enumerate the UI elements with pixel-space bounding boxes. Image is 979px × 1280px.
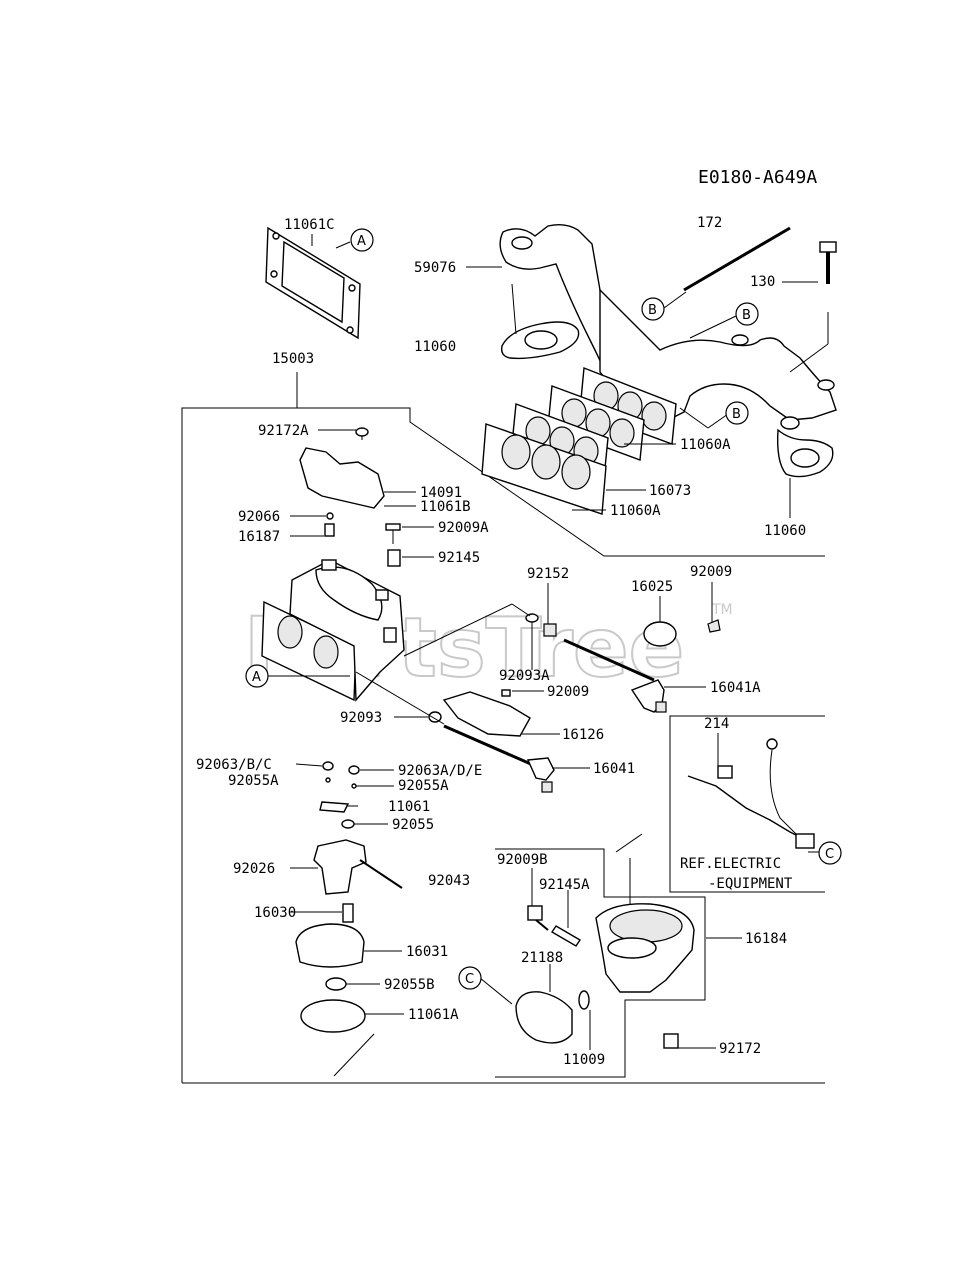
callout-circle-C-lower: C — [458, 966, 482, 990]
throttle-shaft-parts — [442, 621, 677, 793]
label-92063BC: 92063/B/C — [196, 757, 272, 773]
label-16073: 16073 — [649, 483, 691, 499]
label-11009: 11009 — [563, 1052, 605, 1068]
label-92009A: 92009A — [438, 520, 489, 536]
gasket-11061C — [265, 226, 361, 340]
intake-manifold-part — [499, 223, 837, 430]
label-92063ADE: 92063A/D/E — [398, 763, 482, 779]
label-16184: 16184 — [745, 931, 787, 947]
electric-ref-box — [669, 715, 825, 893]
label-92026: 92026 — [233, 861, 275, 877]
label-172: 172 — [697, 215, 722, 231]
watermark-trademark: TM — [711, 602, 733, 618]
label-11061B: 11061B — [420, 499, 471, 515]
part-labels: 11061C 172 59076 130 11060 15003 92172A … — [196, 215, 806, 1068]
label-92043: 92043 — [428, 873, 470, 889]
label-14091: 14091 — [420, 485, 462, 501]
label-16187: 16187 — [238, 529, 280, 545]
label-11061C: 11061C — [284, 217, 335, 233]
label-11060-right: 11060 — [764, 523, 806, 539]
label-92172A: 92172A — [258, 423, 309, 439]
label-59076: 59076 — [414, 260, 456, 276]
label-92066: 92066 — [238, 509, 280, 525]
ref-note-line1: REF.ELECTRIC — [680, 856, 781, 872]
label-16031: 16031 — [406, 944, 448, 960]
label-214: 214 — [704, 716, 729, 732]
carburetor-body-part — [261, 559, 405, 702]
label-92145: 92145 — [438, 550, 480, 566]
callout-circle-C-right: C — [818, 841, 842, 865]
svg-text:B: B — [648, 303, 657, 318]
callout-circle-B-1: B — [641, 297, 665, 321]
label-92055A-left: 92055A — [228, 773, 279, 789]
throttle-body-frame — [495, 848, 706, 1078]
small-fasteners — [324, 512, 721, 723]
label-11060-top: 11060 — [414, 339, 456, 355]
label-92055A-right: 92055A — [398, 778, 449, 794]
label-16126: 16126 — [562, 727, 604, 743]
callout-circle-B-2: B — [735, 302, 759, 326]
callout-circle-B-3: B — [725, 401, 749, 425]
float-bowl-parts — [295, 761, 403, 1033]
label-130: 130 — [750, 274, 775, 290]
svg-text:C: C — [825, 847, 834, 862]
label-92093A: 92093A — [499, 668, 550, 684]
throttle-body-part — [515, 903, 695, 1049]
label-21188: 21188 — [521, 950, 563, 966]
label-92009-mid: 92009 — [547, 684, 589, 700]
label-11060A-1: 11060A — [680, 437, 731, 453]
gasket-11060-right — [776, 428, 834, 478]
label-11061: 11061 — [388, 799, 430, 815]
callout-circle-A-top: A — [350, 228, 374, 252]
label-92172: 92172 — [719, 1041, 761, 1057]
svg-text:B: B — [732, 407, 741, 422]
gasket-stack — [481, 367, 677, 515]
label-92152: 92152 — [527, 566, 569, 582]
label-92055B: 92055B — [384, 977, 435, 993]
label-16041: 16041 — [593, 761, 635, 777]
svg-text:C: C — [465, 972, 474, 987]
leader-lines — [268, 234, 826, 1077]
label-92009B: 92009B — [497, 852, 548, 868]
assembly-frame — [181, 372, 825, 1084]
label-92009-right: 92009 — [690, 564, 732, 580]
label-16041A: 16041A — [710, 680, 761, 696]
label-92093: 92093 — [340, 710, 382, 726]
svg-text:B: B — [742, 308, 751, 323]
label-11060A-2: 11060A — [610, 503, 661, 519]
diagram-code: E0180-A649A — [698, 167, 817, 188]
label-92055: 92055 — [392, 817, 434, 833]
label-11061A: 11061A — [408, 1007, 459, 1023]
label-92145A: 92145A — [539, 877, 590, 893]
ref-note-line2: -EQUIPMENT — [708, 876, 793, 892]
label-15003: 15003 — [272, 351, 314, 367]
svg-text:A: A — [357, 234, 366, 249]
electric-wire-part — [687, 738, 815, 849]
gasket-11060-left — [500, 283, 580, 360]
plate-14091 — [299, 427, 385, 509]
svg-text:A: A — [252, 670, 261, 685]
callout-circle-A-left: A — [245, 664, 269, 688]
label-16025: 16025 — [631, 579, 673, 595]
label-16030: 16030 — [254, 905, 296, 921]
